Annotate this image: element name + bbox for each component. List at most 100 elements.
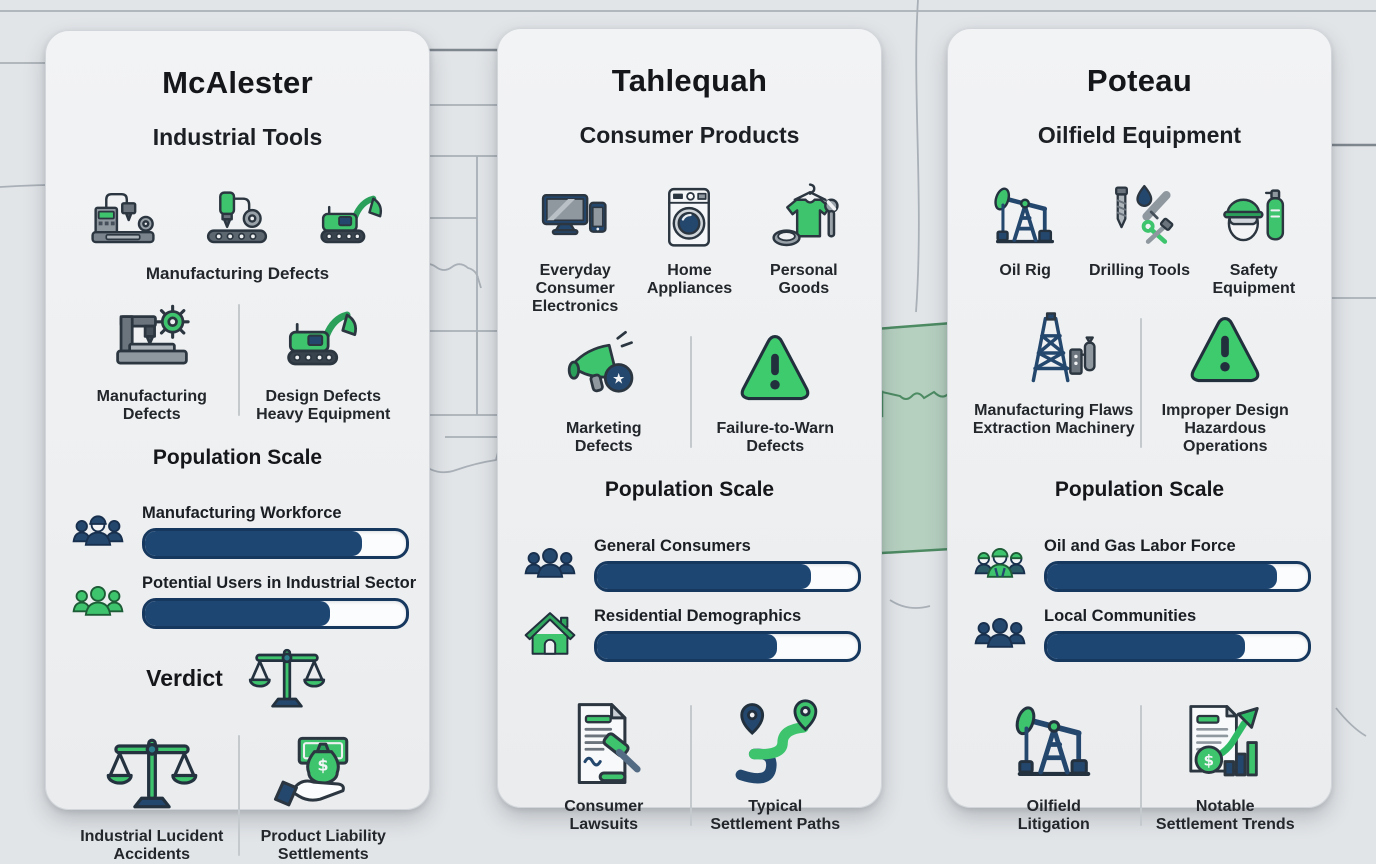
product-label: Drilling Tools [1088,261,1190,279]
population-bar [594,560,861,592]
population-bar [594,630,861,662]
population-bar-label: Residential Demographics [594,606,802,625]
defect-label: Design Defects Heavy Equipment [256,387,391,423]
city-title: Poteau [1086,62,1193,98]
city-title: McAlester [162,64,313,100]
consumers-icon [518,535,582,593]
defect-row: Manufacturing Flaws Extraction Machinery… [968,310,1311,456]
product-icons-row: Everyday Consumer Electronics Home Appli… [518,180,861,316]
settlement-money-icon [261,727,385,822]
product-cell: Oil Rig [968,180,1082,298]
product-label: Everyday Consumer Electronics [532,261,619,315]
excavator-icon [302,182,402,258]
justice-scale-icon [90,727,214,822]
drill-press-icon [187,182,287,258]
defect-cell: Manufacturing Defects [66,296,238,424]
drilling-tools-icon [1089,180,1189,256]
population-row: Oil and Gas Labor Force [968,535,1311,593]
oilfield-litigation-icon [992,697,1116,792]
population-row: General Consumers [518,535,861,593]
population-bar-label: Potential Users in Industrial Sector [142,574,417,593]
product-cell: Drilling Tools [1082,180,1196,298]
population-scale-title: Population Scale [604,478,775,502]
product-icons-row: Oil Rig Drilling Tools Safety Equipment [968,180,1311,298]
defect-label: Marketing Defects [565,419,642,456]
outcome-row: Industrial Lucident Accidents Product Li… [66,727,409,864]
population-bar [1044,560,1311,592]
outcome-cell: Typical Settlement Paths [690,697,862,834]
product-label: Safety Equipment [1212,261,1296,297]
community-icon [968,605,1032,663]
city-category: Industrial Tools [152,123,323,150]
defect-label: Improper Design Hazardous Operations [1161,401,1289,456]
milling-machine-icon [94,296,210,382]
city-card-poteau: Poteau Oilfield Equipment Oil Rig Drilli… [947,28,1332,833]
population-bar [1044,630,1311,662]
vertical-divider [1139,705,1142,827]
population-bar-fill [597,563,812,589]
outcome-label: Consumer Lawsuits [564,798,644,834]
lawsuit-document-icon [542,697,666,792]
population-row: Local Communities [968,605,1311,663]
vertical-divider [237,303,240,416]
cnc-machine-icon [73,182,173,258]
population-bar-fill [1047,563,1277,589]
product-cell [180,182,294,258]
population-row: Residential Demographics [518,605,861,663]
population-row: Potential Users in Industrial Sector [66,573,417,631]
population-scale-title: Population Scale [1054,478,1225,502]
population-bar-fill [145,531,362,557]
product-shared-label: Manufacturing Defects [145,263,330,283]
outcome-label: Notable Settlement Trends [1155,798,1295,834]
population-bar-fill [1047,633,1246,659]
vertical-divider [689,335,692,449]
product-label: Home Appliances [646,261,733,297]
defect-cell: Design Defects Heavy Equipment [238,296,410,424]
population-bar-fill [597,633,778,659]
safety-equipment-icon [1204,180,1304,256]
population-bar-label: Local Communities [1044,606,1197,625]
population-bar-label: Manufacturing Workforce [142,504,342,523]
outcome-cell: Product Liability Settlements [238,727,410,864]
defect-row: Manufacturing Defects Design Defects Hea… [66,296,409,424]
outcome-cell: Industrial Lucident Accidents [66,727,238,864]
defect-row: Marketing Defects Failure-to-Warn Defect… [518,328,861,456]
outcome-label: Industrial Lucident Accidents [80,827,224,863]
industrial-users-icon [66,573,130,631]
product-cell [66,182,180,258]
manufacturing-workers-icon [66,503,130,561]
consumer-electronics-icon [525,180,625,256]
product-cell: Safety Equipment [1197,180,1311,298]
population-bar-label: General Consumers [594,536,751,555]
product-cell: Home Appliances [632,180,746,316]
population-scale-title: Population Scale [152,445,323,469]
product-cell [295,182,409,258]
derrick-icon [996,310,1112,396]
defect-cell: Improper Design Hazardous Operations [1140,310,1312,456]
product-label: Personal Goods [770,261,838,297]
product-label: Oil Rig [999,261,1051,279]
population-bar-fill [145,601,331,627]
city-title: Tahlequah [611,62,768,98]
justice-scale-icon [245,639,329,719]
product-icons-row [66,182,409,258]
defect-label: Manufacturing Flaws Extraction Machinery [972,401,1135,437]
city-card-tahlequah: Tahlequah Consumer Products Everyday Con… [497,28,882,833]
outcome-cell: Oilfield Litigation [968,697,1140,834]
population-bar-label: Oil and Gas Labor Force [1044,536,1236,555]
settlement-path-icon [713,697,837,792]
outcome-row: Consumer Lawsuits Typical Settlement Pat… [518,697,861,834]
city-category: Oilfield Equipment [1037,121,1242,148]
population-bar [142,528,409,560]
product-cell: Everyday Consumer Electronics [518,180,632,316]
product-cell: Personal Goods [747,180,861,316]
pumpjack-icon [975,180,1075,256]
outcome-label: Typical Settlement Paths [710,798,841,834]
personal-goods-icon [754,180,854,256]
defect-label: Failure-to-Warn Defects [716,419,835,456]
city-card-mcalester: McAlester Industrial Tools Manufacturing… [45,30,430,863]
defect-cell: Marketing Defects [518,328,690,456]
megaphone-icon [546,328,662,414]
verdict-label: Verdict [146,665,223,692]
population-row: Manufacturing Workforce [66,503,409,561]
